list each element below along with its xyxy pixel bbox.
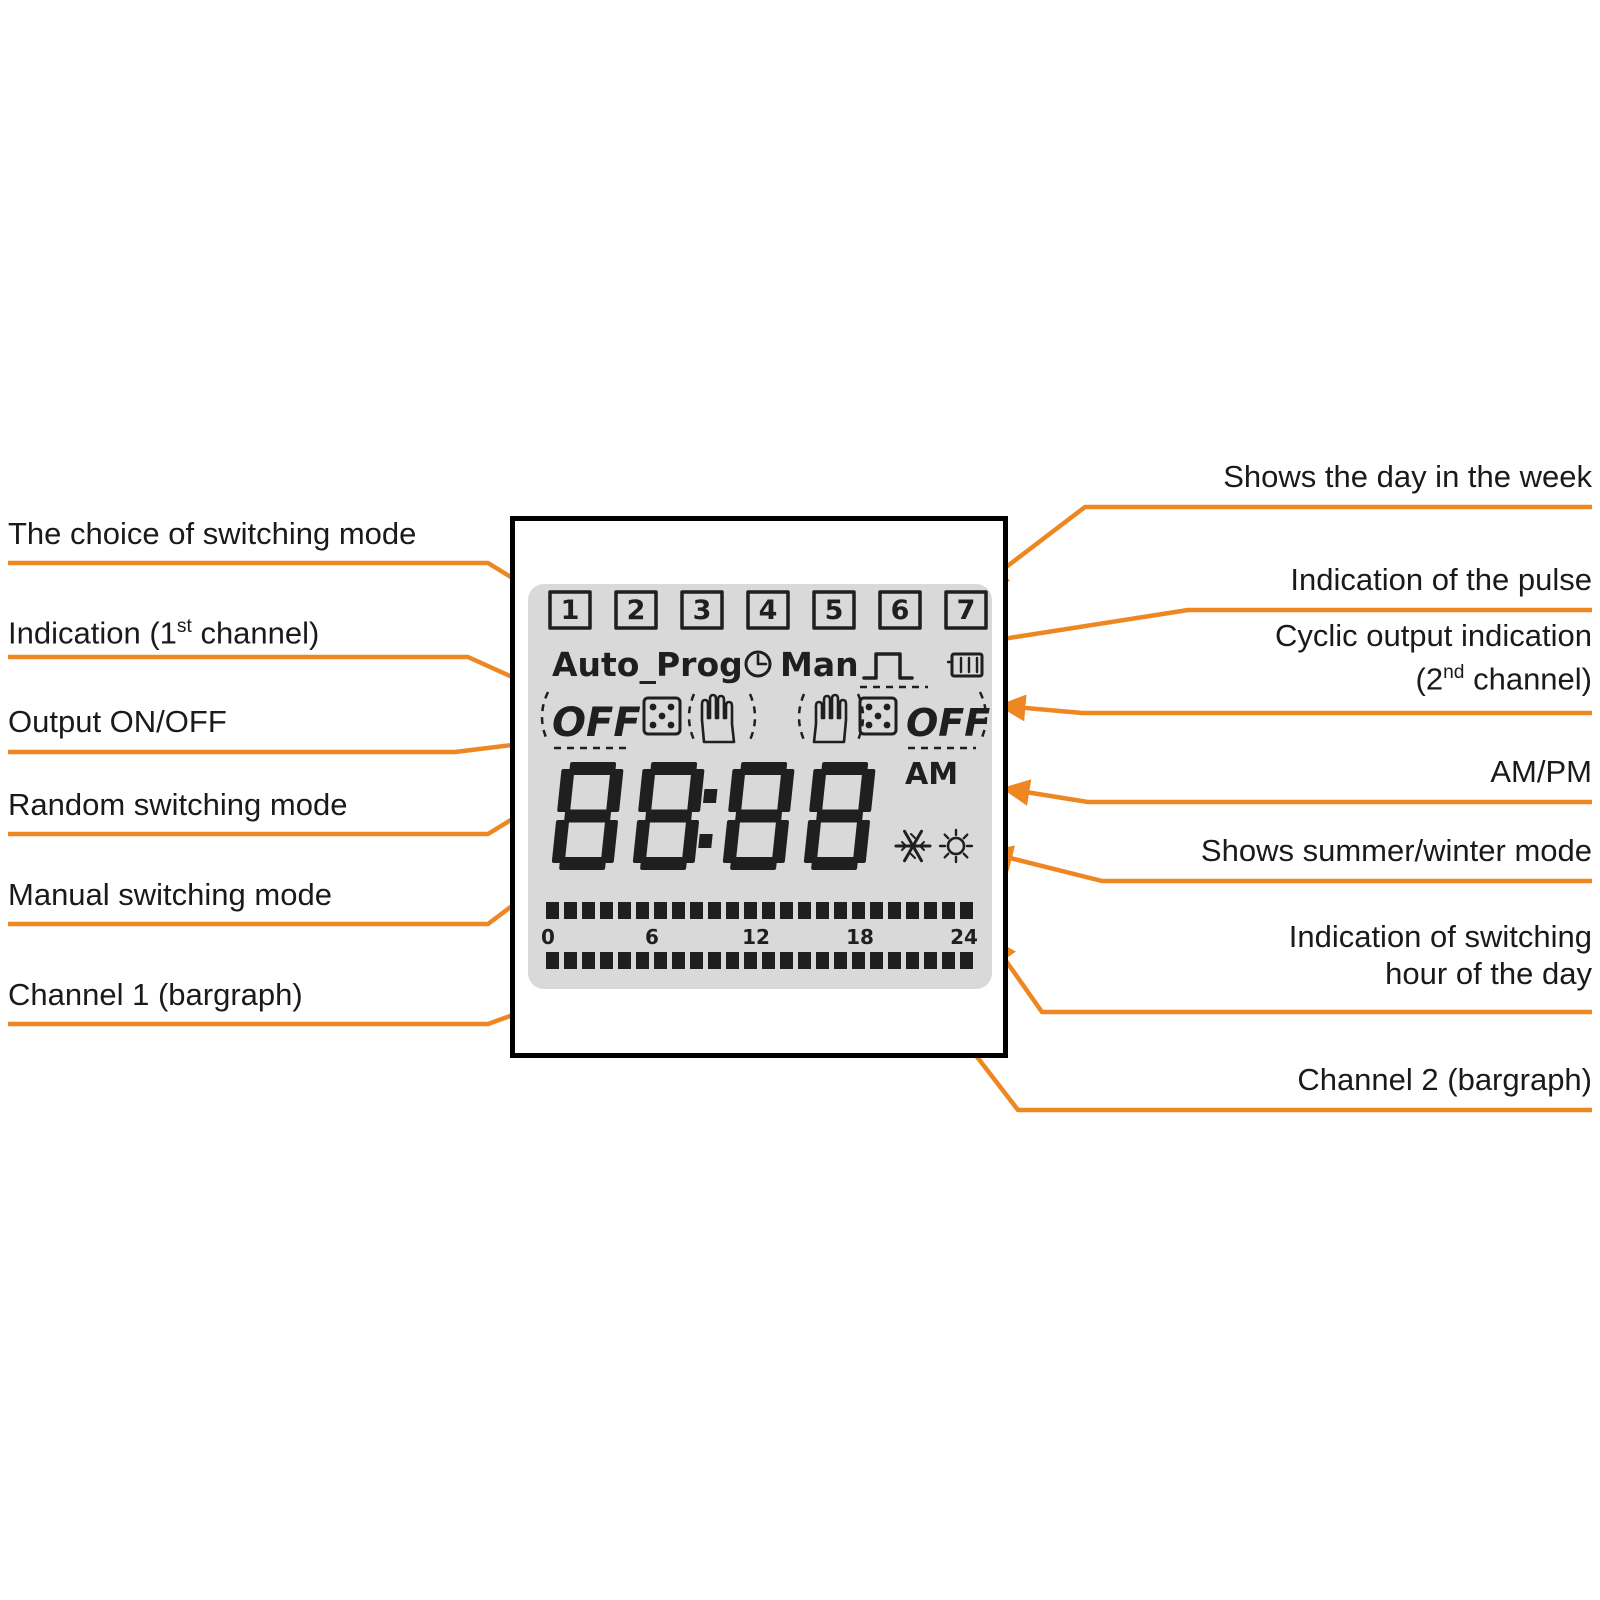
svg-text:7: 7 [957,595,976,626]
arrow-indication-ch1 [8,654,557,699]
day-box-6: 6 [878,590,922,630]
svg-text:1: 1 [561,595,580,626]
label-output-onoff: Output ON/OFF [8,704,227,739]
svg-text:4: 4 [759,595,778,626]
blink-arc [797,693,806,741]
snowflake-icon [894,829,932,863]
dice-icon-right [858,696,898,736]
label-summer-winter: Shows summer/winter mode [1200,833,1592,868]
am-pm-indicator: AM [905,757,958,792]
day-box-1: 1 [548,590,592,630]
svg-text:3: 3 [693,595,712,626]
svg-text:0: 0 [541,925,555,949]
pulse-icon [860,652,928,689]
blink-arc [687,693,696,741]
label-switching-hour: Indication of switching hour of the day [1288,919,1592,991]
sun-icon [938,828,974,864]
hour-scale: 0 6 12 18 24 [541,925,978,949]
day-box-3: 3 [680,590,724,630]
blink-arc [748,693,757,741]
label-channel2-bargraph: Channel 2 (bargraph) [1297,1062,1592,1097]
label-am-pm: AM/PM [1490,754,1592,789]
cyclic-output-icon [946,652,984,678]
label-channel1-bargraph: Channel 1 (bargraph) [8,977,303,1012]
bargraph-channel2 [545,952,975,969]
label-pulse: Indication of the pulse [1290,562,1592,597]
svg-text:6: 6 [891,595,910,626]
mode-auto-prog-label: Auto_Prog [552,645,743,684]
dice-icon-left [642,696,682,736]
timer-device-frame: 1 2 3 4 5 6 7 Auto_Prog Man [510,516,1008,1058]
blink-arc [540,691,550,743]
svg-text:18: 18 [846,925,874,949]
day-box-7: 7 [944,590,988,630]
clock-icon [744,650,772,678]
label-indication-ch1: Indication (1st channel) [8,615,320,651]
blink-arc [856,693,865,741]
label-cyclic-output: Cyclic output indication (2nd channel) [1274,618,1592,697]
day-indicators: 1 2 3 4 5 6 7 [548,590,988,630]
hand-icon-right [812,693,848,744]
arrow-cyclic-output [997,694,1592,722]
arrow-output-onoff [8,731,543,759]
svg-text:5: 5 [825,595,844,626]
lcd-display: 1 2 3 4 5 6 7 Auto_Prog Man [528,584,992,989]
bargraph-channel1 [545,902,975,919]
blink-arc [978,691,988,743]
hand-icon-left [700,693,736,744]
arrow-am-pm [1001,779,1592,806]
label-day-week: Shows the day in the week [1223,459,1592,494]
day-box-4: 4 [746,590,790,630]
label-switching-mode: The choice of switching mode [8,516,417,551]
seven-segment-time: 88:88 [550,762,877,870]
svg-text:12: 12 [742,925,770,949]
svg-text:6: 6 [645,925,659,949]
off-indicator-right: OFF [906,701,990,745]
day-box-2: 2 [614,590,658,630]
off-indicator-left: OFF [552,700,641,746]
svg-text:2: 2 [627,595,646,626]
label-random-mode: Random switching mode [8,787,348,822]
label-manual-mode: Manual switching mode [8,877,332,912]
day-box-5: 5 [812,590,856,630]
svg-text:24: 24 [950,925,978,949]
lcd-content: 1 2 3 4 5 6 7 Auto_Prog Man [540,590,990,969]
mode-man-label: Man [780,645,859,684]
